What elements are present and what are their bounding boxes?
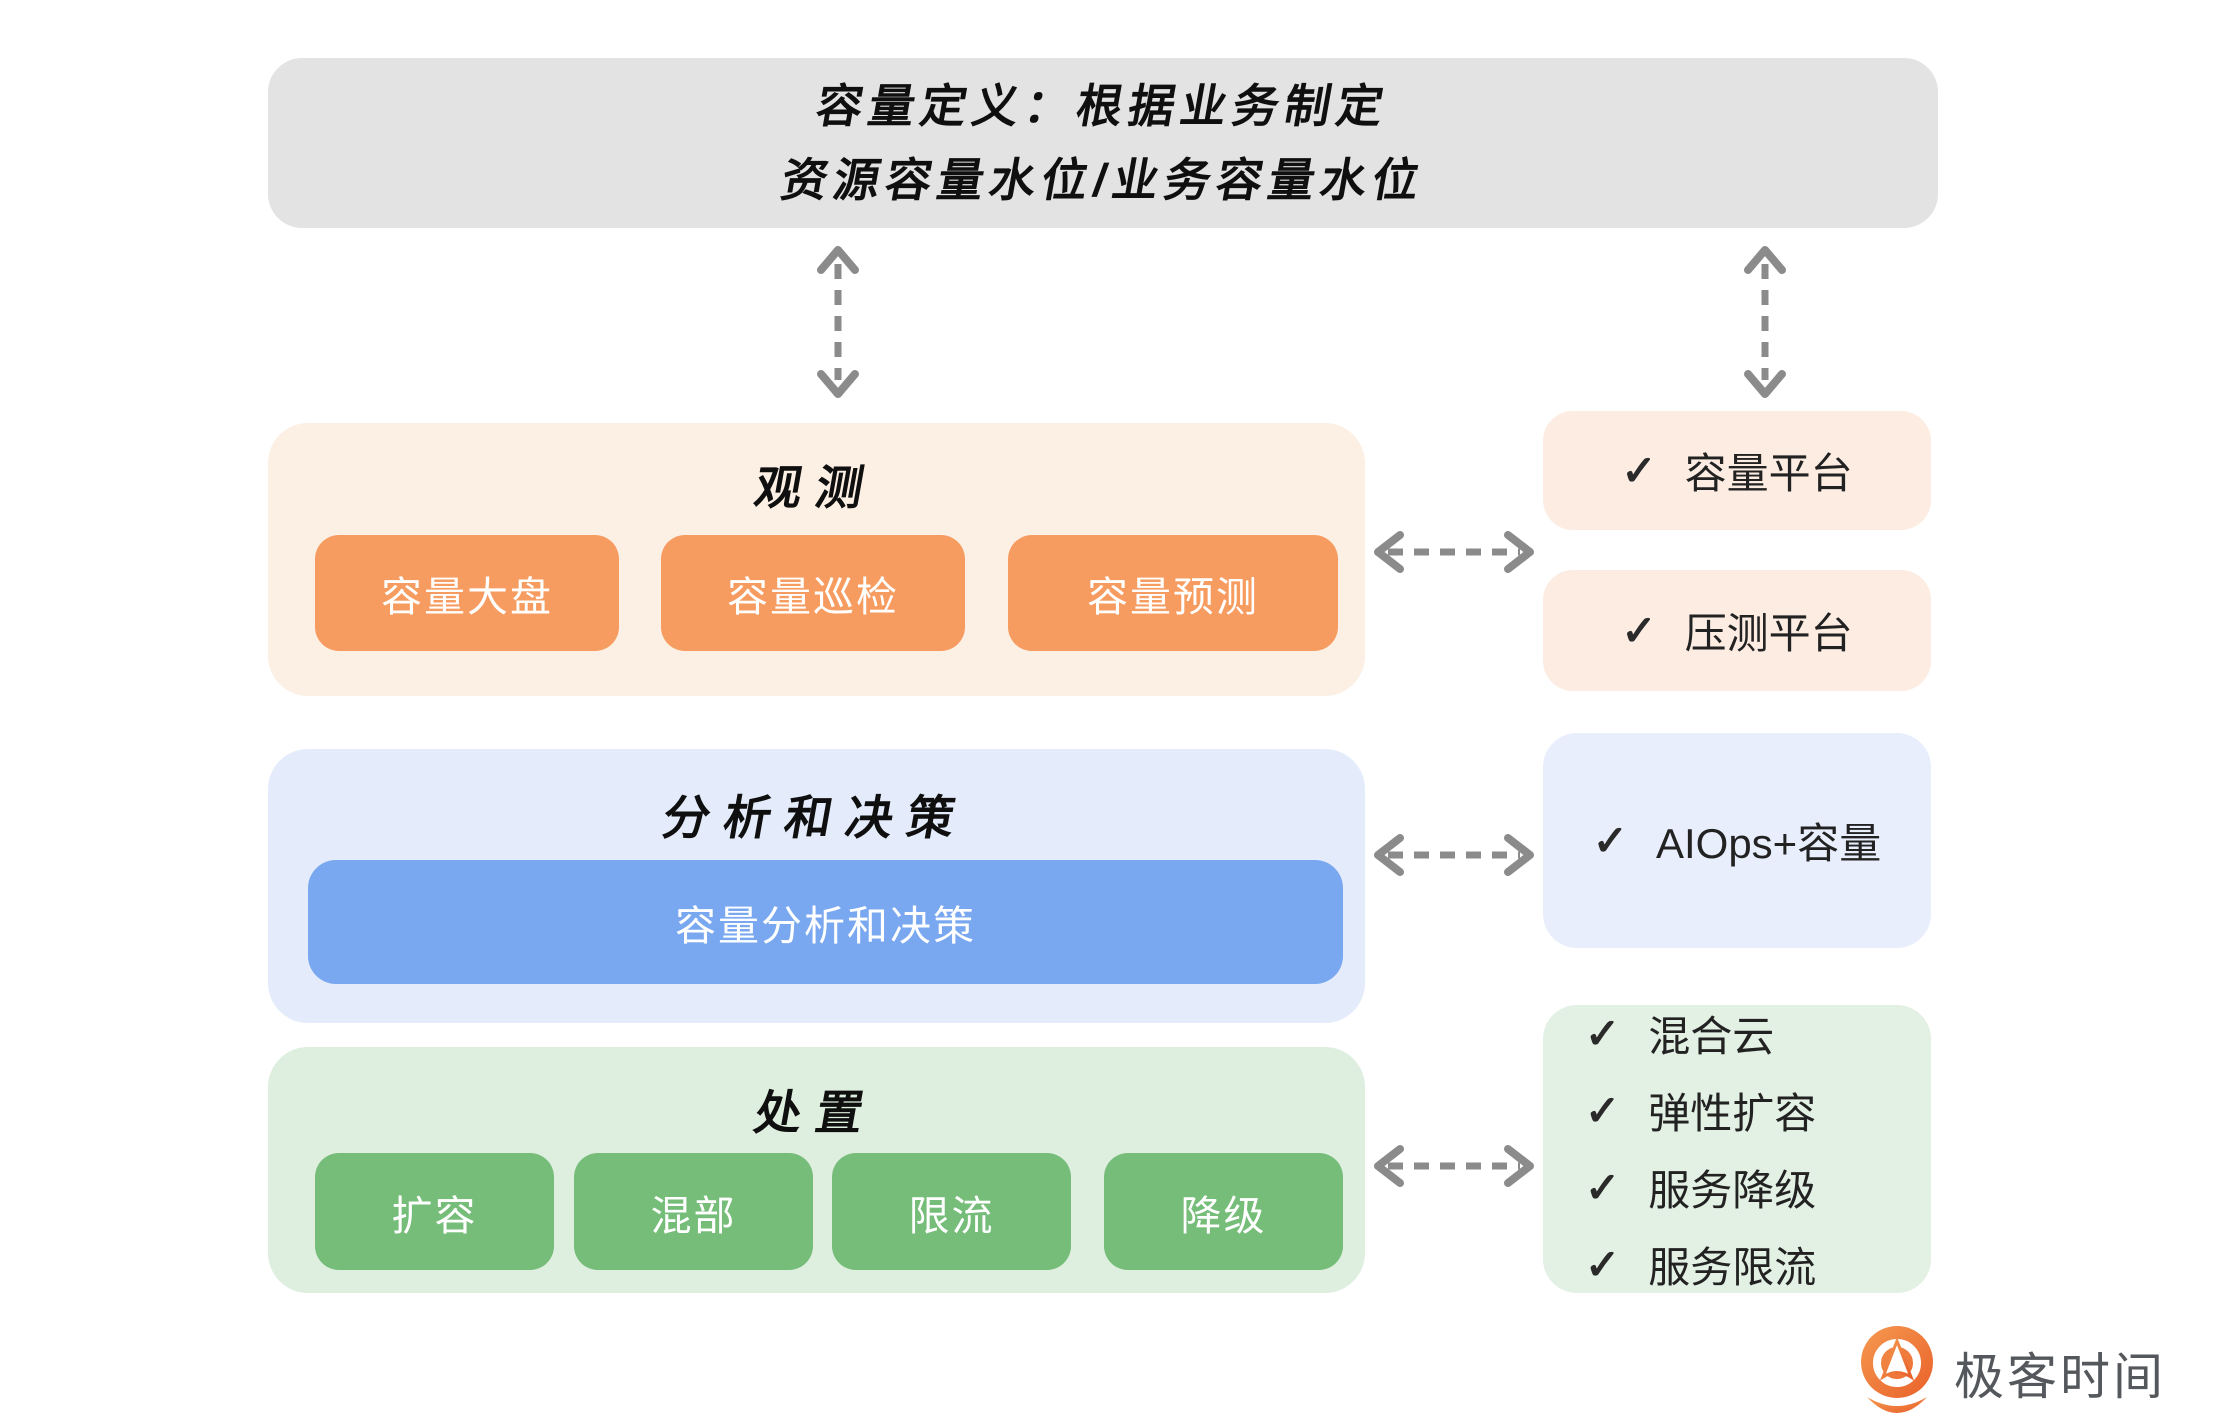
chip-capacity-forecast: 容量预测	[1008, 535, 1338, 651]
geektime-logo: 极客时间	[1856, 1326, 2166, 1416]
list-item: ✓ 服务限流	[1585, 1234, 1816, 1295]
list-item: ✓ 混合云	[1585, 1003, 1774, 1064]
chip-scale-out: 扩容	[315, 1153, 554, 1270]
service-degrade-label: 服务降级	[1648, 1167, 1817, 1214]
capacity-definition-line1: 容量定义：根据业务制定	[812, 80, 1394, 132]
handle-panel: 处置 扩容 混部 限流 降级	[268, 1047, 1365, 1293]
chip-capacity-inspection: 容量巡检	[661, 535, 965, 651]
check-icon: ✓	[1585, 1087, 1621, 1134]
handle-methods-box: ✓ 混合云 ✓ 弹性扩容 ✓ 服务降级 ✓ 服务限流	[1543, 1005, 1931, 1293]
stress-test-platform-box: ✓ 压测平台	[1543, 570, 1931, 691]
analyze-title: 分析和决策	[658, 791, 973, 844]
vertical-dashed-arrow-left	[817, 246, 859, 398]
observe-title: 观测	[750, 461, 882, 514]
geektime-logo-icon	[1861, 1326, 1933, 1413]
capacity-platform-box: ✓ 容量平台	[1543, 411, 1931, 530]
service-rate-limit-label: 服务限流	[1648, 1244, 1817, 1291]
check-icon: ✓	[1585, 1164, 1621, 1211]
chip-capacity-analysis-decision: 容量分析和决策	[308, 860, 1343, 984]
list-item: ✓ 弹性扩容	[1585, 1080, 1816, 1141]
chip-degrade: 降级	[1104, 1153, 1343, 1270]
hybrid-cloud-label: 混合云	[1648, 1013, 1775, 1060]
analyze-panel: 分析和决策 容量分析和决策	[268, 749, 1365, 1023]
handle-title: 处置	[750, 1086, 882, 1139]
aiops-capacity-box: ✓ AIOps+容量	[1543, 733, 1931, 948]
aiops-capacity-label: AIOps+容量	[1655, 820, 1882, 867]
observe-panel: 观测 容量大盘 容量巡检 容量预测	[268, 423, 1365, 696]
chip-capacity-dashboard: 容量大盘	[315, 535, 619, 651]
elastic-scaling-label: 弹性扩容	[1648, 1090, 1817, 1137]
check-icon: ✓	[1621, 447, 1657, 494]
horizontal-dashed-arrow-handle	[1374, 1145, 1534, 1187]
check-icon: ✓	[1585, 1010, 1621, 1057]
horizontal-dashed-arrow-analyze	[1374, 834, 1534, 876]
check-icon: ✓	[1585, 1241, 1621, 1288]
capacity-definition-line2: 资源容量水位/业务容量水位	[777, 154, 1429, 206]
chip-colocation: 混部	[574, 1153, 813, 1270]
stress-test-platform-label: 压测平台	[1684, 610, 1853, 657]
check-icon: ✓	[1621, 607, 1657, 654]
chip-rate-limit: 限流	[832, 1153, 1071, 1270]
geektime-logo-text: 极客时间	[1954, 1349, 2166, 1405]
horizontal-dashed-arrow-observe	[1374, 531, 1534, 573]
check-icon: ✓	[1592, 817, 1628, 864]
capacity-definition-box: 容量定义：根据业务制定 资源容量水位/业务容量水位	[268, 58, 1938, 228]
list-item: ✓ 服务降级	[1585, 1157, 1816, 1218]
capacity-platform-label: 容量平台	[1684, 450, 1853, 497]
vertical-dashed-arrow-right	[1744, 246, 1786, 398]
